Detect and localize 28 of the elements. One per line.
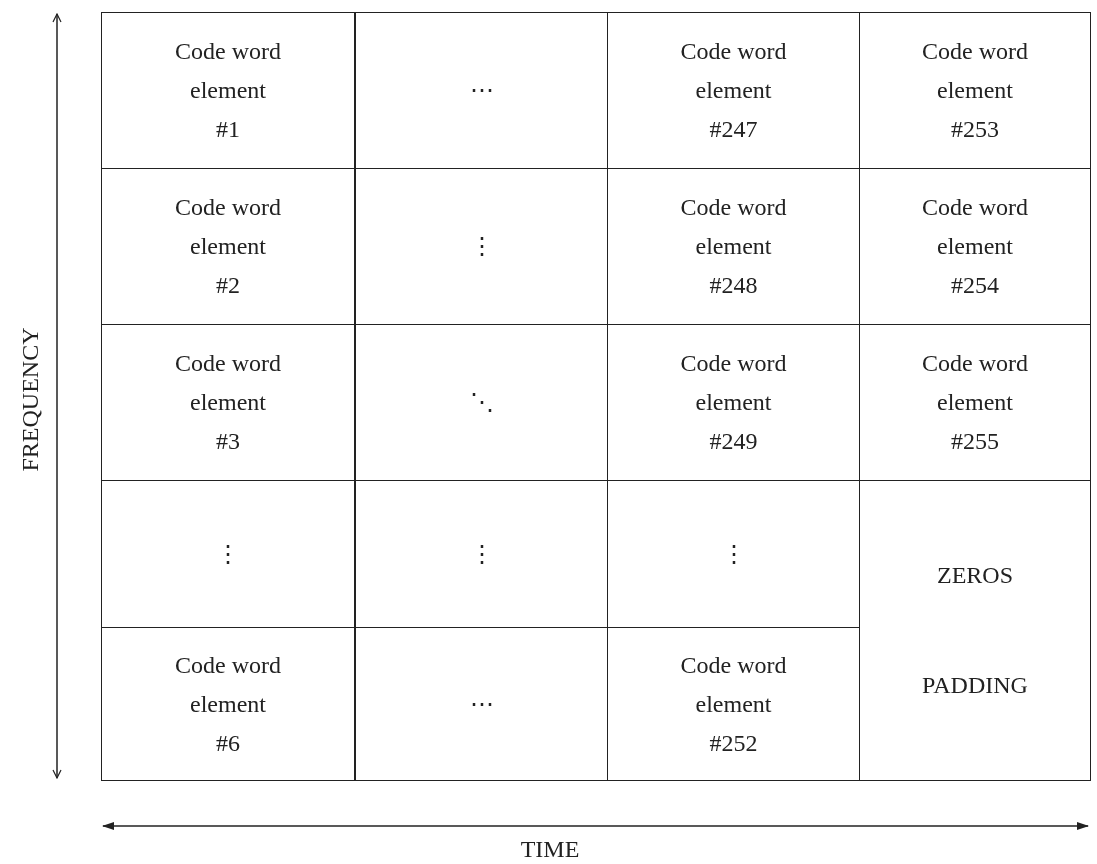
cell-text: ZEROS — [937, 561, 1013, 591]
cell-text: ⋯ — [469, 76, 494, 105]
grid-cell — [354, 12, 608, 169]
cell-text: Code word element #6 — [175, 650, 281, 758]
cell-text: Code word element #1 — [175, 37, 281, 144]
axis-label: TIME — [519, 836, 581, 863]
grid-cell — [859, 12, 1091, 169]
cell-text: ⋮ — [469, 539, 494, 569]
cell-text: Code word element #247 — [680, 37, 787, 144]
cell-text: ⋮ — [216, 539, 240, 569]
cell-text: ⋮ — [469, 232, 494, 261]
axis-label: FREQUENCY — [16, 326, 44, 474]
cell-text: Code word element #254 — [922, 193, 1028, 300]
cell-text: Code word element #249 — [680, 349, 787, 456]
cell-text: PADDING — [922, 670, 1028, 700]
cell-text: ⋯ — [469, 689, 494, 719]
cell-text: Code word element #248 — [680, 193, 787, 300]
cell-text: ⋱ — [469, 388, 494, 417]
grid-cell — [101, 627, 355, 781]
cell-text: Code word element #253 — [922, 37, 1028, 144]
cell-text: Code word element #2 — [175, 193, 281, 300]
cell-text: Code word element #255 — [922, 349, 1028, 456]
cell-text: ⋮ — [721, 539, 746, 569]
padding-cell — [859, 480, 1091, 781]
grid-cell — [101, 12, 355, 169]
grid-cell — [354, 627, 608, 781]
cell-text: Code word element #3 — [175, 349, 281, 456]
cell-text: Code word element #252 — [680, 650, 787, 758]
